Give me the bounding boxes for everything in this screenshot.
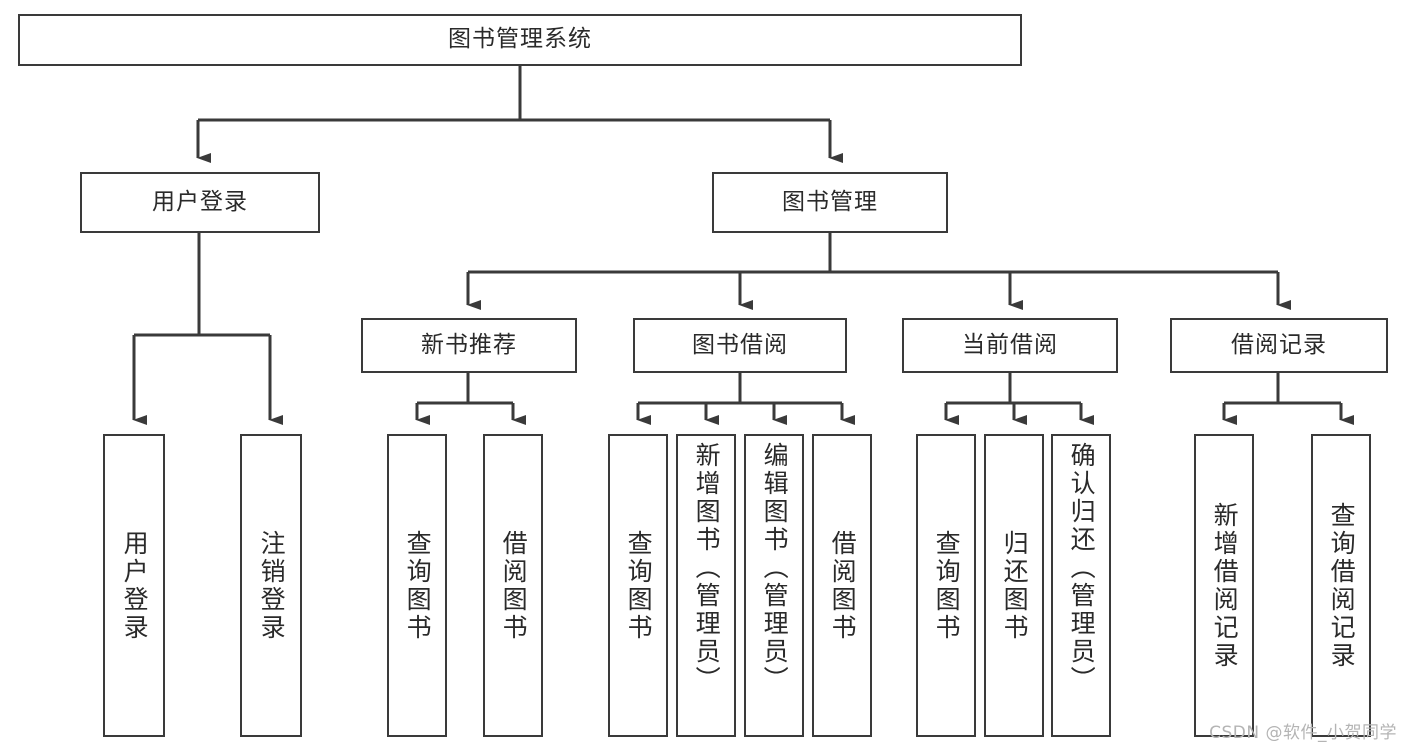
node-label: 确认归还（管理员）	[1067, 442, 1097, 694]
leaf-current-borrow-query-book[interactable]: 查询图书	[916, 434, 976, 737]
node-label: 新增图书（管理员）	[692, 442, 722, 694]
leaf-borrow-record-add-record[interactable]: 新增借阅记录	[1194, 434, 1254, 737]
leaf-book-borrow-edit-book-admin[interactable]: 编辑图书（管理员）	[744, 434, 804, 737]
node-label: 借阅记录	[1231, 331, 1327, 358]
node-user-login[interactable]: 用户登录	[80, 172, 320, 233]
node-new-book-recommend[interactable]: 新书推荐	[361, 318, 577, 373]
node-label: 查询图书	[932, 529, 962, 642]
leaf-borrow-record-query-record[interactable]: 查询借阅记录	[1311, 434, 1371, 737]
node-label: 图书借阅	[692, 331, 788, 358]
node-root-system[interactable]: 图书管理系统	[18, 14, 1022, 66]
node-label: 借阅图书	[828, 529, 858, 642]
node-label: 新增借阅记录	[1210, 501, 1240, 670]
node-label: 用户登录	[152, 188, 248, 215]
connector-root-to-level2	[196, 66, 843, 163]
node-label: 当前借阅	[962, 331, 1058, 358]
leaf-book-borrow-borrow-book[interactable]: 借阅图书	[812, 434, 872, 737]
leaf-book-borrow-query-book[interactable]: 查询图书	[608, 434, 668, 737]
connector-borrowrecord-to-leaves	[1222, 373, 1354, 425]
node-book-borrow[interactable]: 图书借阅	[633, 318, 847, 373]
connector-bookborrow-to-leaves	[636, 373, 855, 425]
leaf-book-borrow-add-book-admin[interactable]: 新增图书（管理员）	[676, 434, 736, 737]
leaf-new-book-query-book[interactable]: 查询图书	[387, 434, 447, 737]
leaf-new-book-borrow-book[interactable]: 借阅图书	[483, 434, 543, 737]
connector-bookmgmt-to-level3	[466, 233, 1291, 310]
node-label: 借阅图书	[499, 529, 529, 642]
node-book-management[interactable]: 图书管理	[712, 172, 948, 233]
leaf-user-login-logout[interactable]: 注销登录	[240, 434, 302, 737]
node-label: 注销登录	[257, 529, 287, 642]
node-label: 图书管理	[782, 188, 878, 215]
watermark: CSDN @软件_小贺同学	[1209, 723, 1397, 743]
node-label: 图书管理系统	[448, 26, 592, 53]
node-label: 用户登录	[120, 529, 150, 642]
connector-userlogin-to-leaves	[132, 233, 283, 425]
connector-newbook-to-leaves	[415, 373, 526, 425]
node-label: 归还图书	[1000, 529, 1030, 642]
node-label: 新书推荐	[421, 331, 517, 358]
leaf-current-borrow-confirm-return-admin[interactable]: 确认归还（管理员）	[1051, 434, 1111, 737]
node-borrow-record[interactable]: 借阅记录	[1170, 318, 1388, 373]
node-label: 查询图书	[624, 529, 654, 642]
leaf-current-borrow-return-book[interactable]: 归还图书	[984, 434, 1044, 737]
leaf-user-login-login[interactable]: 用户登录	[103, 434, 165, 737]
node-label: 编辑图书（管理员）	[760, 442, 790, 694]
connector-currentborrow-to-leaves	[944, 373, 1094, 425]
node-label: 查询图书	[403, 529, 433, 642]
node-current-borrow[interactable]: 当前借阅	[902, 318, 1118, 373]
node-label: 查询借阅记录	[1327, 501, 1357, 670]
